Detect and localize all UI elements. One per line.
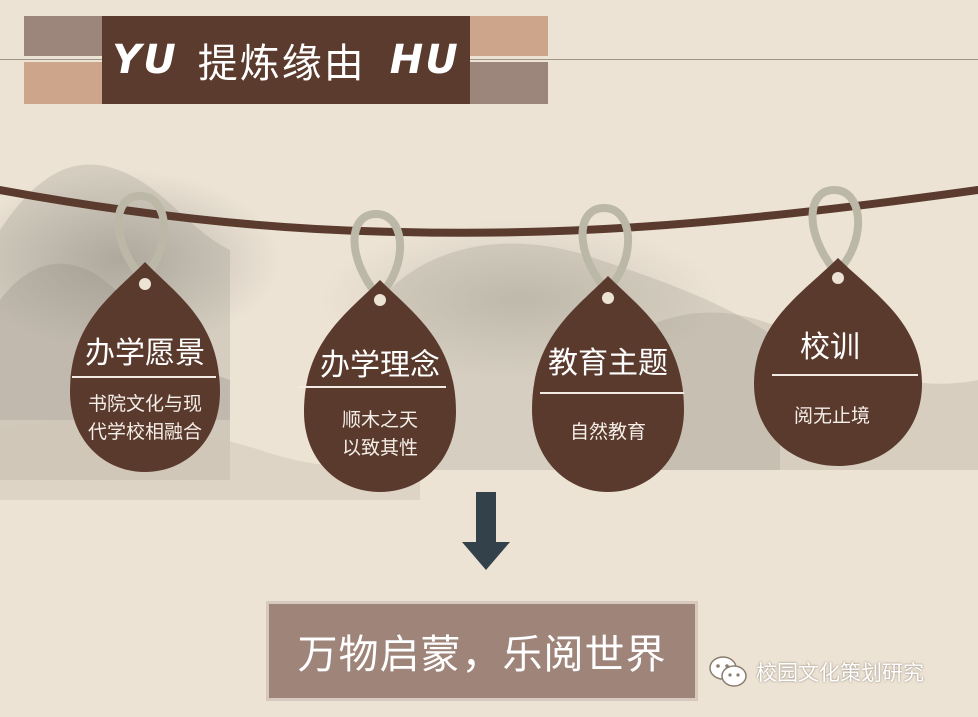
tag-line: 以致其性 bbox=[341, 437, 418, 459]
tag-body: 自然教育 bbox=[532, 418, 684, 446]
tag-title: 教育主题 bbox=[548, 346, 668, 381]
arrow-down-icon bbox=[462, 492, 510, 570]
slogan-box: 万物启蒙，乐阅世界 bbox=[266, 601, 698, 701]
slogan-text: 万物启蒙，乐阅世界 bbox=[297, 632, 667, 678]
tag-line: 代学校相融合 bbox=[87, 421, 202, 443]
tag-motto: 校训 阅无止境 bbox=[754, 318, 922, 458]
page-title: YU 提炼缘由 HU bbox=[102, 16, 470, 104]
banner-decor-block bbox=[24, 62, 102, 104]
watermark-text: 校园文化策划研究 bbox=[756, 661, 924, 685]
banner-main-block bbox=[102, 16, 470, 104]
watermark: 校园文化策划研究 bbox=[708, 652, 924, 692]
title-banner: YU 提炼缘由 HU bbox=[24, 16, 548, 104]
tag-title: 办学理念 bbox=[320, 348, 440, 383]
tag-body: 阅无止境 bbox=[748, 402, 916, 430]
tag-line: 顺木之天 bbox=[341, 409, 418, 431]
tag-divider bbox=[72, 376, 216, 378]
tag-line: 书院文化与现 bbox=[87, 393, 202, 415]
title-divider-line bbox=[0, 59, 978, 60]
tag-title: 校训 bbox=[800, 330, 860, 365]
banner-decor-block bbox=[470, 16, 548, 56]
tag-body: 书院文化与现 代学校相融合 bbox=[70, 390, 220, 446]
tag-body: 顺木之天 以致其性 bbox=[304, 406, 456, 462]
tag-divider bbox=[540, 392, 684, 394]
tag-theme: 教育主题 自然教育 bbox=[532, 334, 684, 484]
banner-decor-block bbox=[470, 62, 548, 104]
banner-decor-block bbox=[24, 16, 102, 56]
title-main: 提炼缘由 bbox=[197, 41, 366, 87]
tag-line: 阅无止境 bbox=[793, 405, 870, 427]
title-suffix: HU bbox=[389, 37, 460, 83]
tag-philosophy: 办学理念 顺木之天 以致其性 bbox=[298, 336, 456, 486]
wechat-icon bbox=[709, 656, 747, 687]
tag-divider bbox=[772, 374, 918, 376]
tag-title: 办学愿景 bbox=[85, 336, 205, 371]
tag-divider bbox=[298, 386, 446, 388]
tag-vision: 办学愿景 书院文化与现 代学校相融合 bbox=[70, 320, 220, 470]
title-prefix: YU bbox=[112, 37, 178, 83]
tag-line: 自然教育 bbox=[569, 421, 646, 443]
